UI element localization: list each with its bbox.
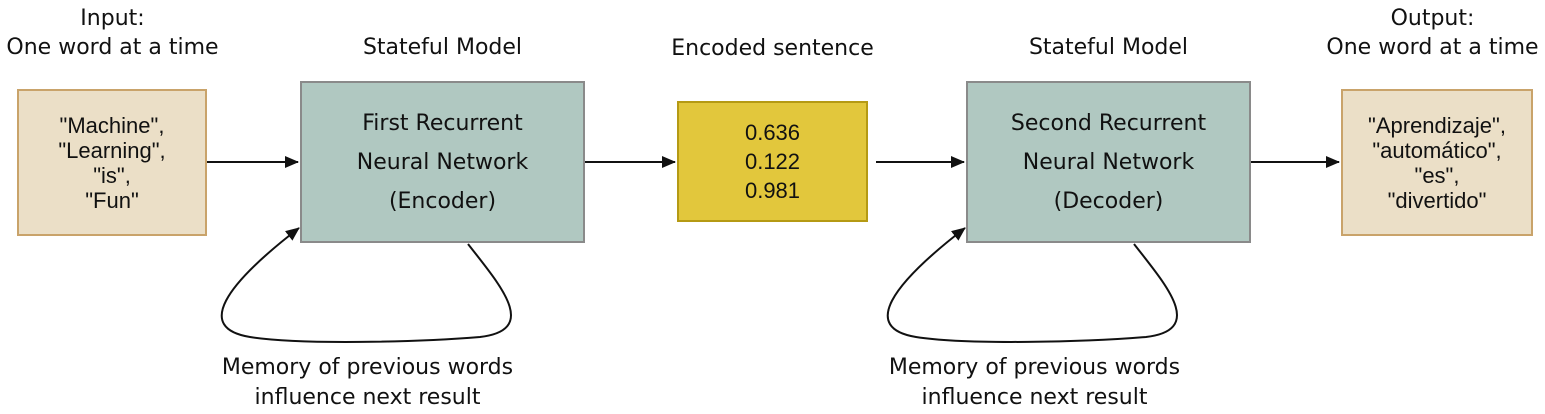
decoder-heading: Stateful Model [1028,35,1189,60]
input-word: "Machine", [59,112,165,138]
encoded-value: 0.636 [744,120,801,145]
output-word: "es", [1414,162,1460,188]
output-heading-line-2: One word at a time [1326,35,1539,60]
output-heading: Output: One word at a time [1315,4,1545,62]
decoder-line: Second Recurrent [1010,110,1207,136]
decoder-memory-caption-line-2: influence next result [921,385,1148,410]
output-word: "automático", [1372,137,1502,163]
encoder-memory-caption-line-2: influence next result [254,385,481,410]
input-words-box: "Machine", "Learning", "is", "Fun" [17,89,207,236]
output-word: "divertido" [1387,187,1487,213]
decoder-memory-caption-line-1: Memory of previous words [888,355,1181,380]
decoder-line: Neural Network [1022,149,1195,175]
encoded-value: 0.122 [744,149,801,174]
decoder-box: Second Recurrent Neural Network (Decoder… [966,81,1251,243]
input-word: "Fun" [85,187,139,213]
input-heading-line-1: Input: [80,6,145,31]
encoder-box: First Recurrent Neural Network (Encoder) [300,81,585,243]
input-heading: Input: One word at a time [0,4,225,62]
encoded-heading: Encoded sentence [671,36,874,61]
decoder-memory-loop-arrow [886,227,1178,343]
encoded-value: 0.981 [744,178,801,203]
encoder-line: Neural Network [356,149,529,175]
encoded-sentence-box: 0.636 0.122 0.981 [677,101,868,222]
input-word: "Learning", [58,137,166,163]
input-heading-line-2: One word at a time [6,35,219,60]
output-words-box: "Aprendizaje", "automático", "es", "dive… [1341,89,1533,236]
input-word: "is", [93,162,131,188]
output-heading-line-1: Output: [1390,6,1475,31]
decoder-memory-caption: Memory of previous words influence next … [862,353,1207,413]
encoder-line: First Recurrent [362,110,523,136]
output-word: "Aprendizaje", [1368,112,1506,138]
encoder-memory-loop-arrow [220,227,512,343]
encoder-line: (Encoder) [388,188,497,214]
encoder-memory-caption-line-1: Memory of previous words [221,355,514,380]
encoder-memory-caption: Memory of previous words influence next … [195,353,540,413]
decoder-line: (Decoder) [1053,188,1164,214]
encoder-heading: Stateful Model [362,35,523,60]
